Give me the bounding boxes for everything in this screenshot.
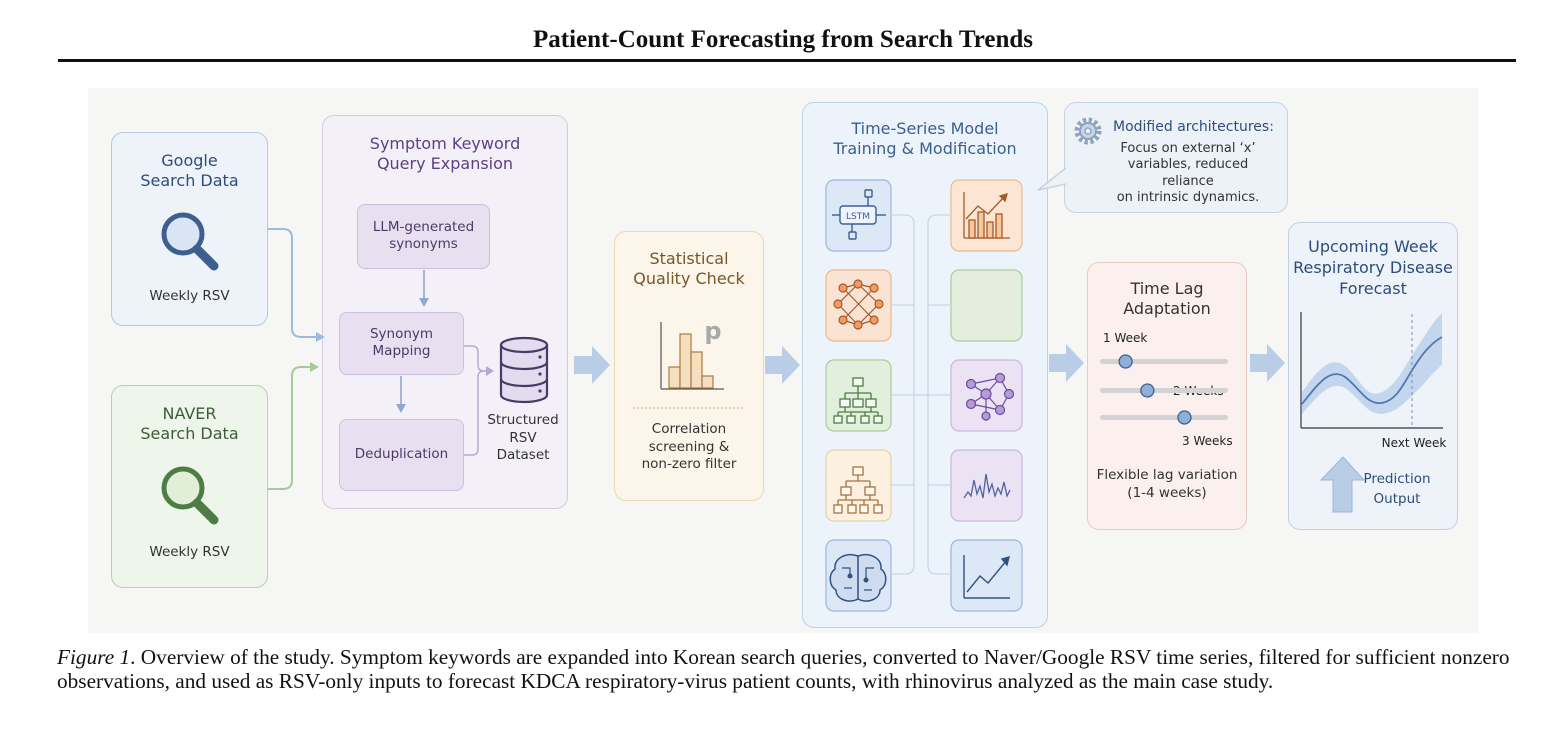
forecast-plot — [1300, 312, 1443, 429]
lstm-icon — [832, 189, 886, 240]
pipeline-arrow-3 — [1049, 344, 1084, 382]
structured-dataset-label: Structured RSV Dataset — [487, 412, 559, 464]
line-trend-icon — [963, 555, 1010, 599]
google-connector — [268, 228, 316, 338]
signal-wave-tile — [950, 449, 1023, 522]
histogram-icon — [660, 322, 724, 390]
magnifier-green-icon — [161, 466, 219, 525]
database-icon — [499, 336, 549, 404]
lag-note: Flexible lag variation (1-4 weeks) — [1096, 467, 1238, 502]
model-training-title: Time-Series Model Training & Modificatio… — [833, 119, 1017, 158]
gear-icon — [1074, 117, 1102, 145]
pipeline-arrow-4 — [1250, 344, 1285, 382]
decision-tree-icon — [833, 466, 883, 514]
llm-synonyms-box — [357, 204, 490, 269]
naver-source-label: Weekly RSV — [149, 544, 230, 560]
model-connectors — [891, 214, 951, 575]
quality-check-desc: Correlation screening & non-zero filter — [641, 421, 737, 473]
pipeline-arrow-1 — [574, 346, 610, 384]
lag-slider-2-track — [1100, 388, 1228, 393]
time-lag-title: Time Lag Adaptation — [1123, 279, 1211, 318]
page-title: Patient-Count Forecasting from Search Tr… — [533, 26, 1033, 53]
prediction-output-arrow-icon — [1319, 456, 1366, 513]
time-lag-box — [1087, 262, 1247, 530]
naver-connector — [268, 366, 310, 490]
mapping-to-dataset-connector — [464, 345, 486, 372]
forecast-curve — [1301, 336, 1443, 405]
callout-body: Focus on external ‘x’ variables, reduced… — [1116, 141, 1260, 205]
expansion-title: Symptom Keyword Query Expansion — [369, 134, 521, 173]
lag-slider-1-thumb — [1118, 354, 1133, 369]
lag-slider-3-label: 3 Weeks — [1182, 434, 1233, 448]
pipeline-arrow-2 — [765, 346, 800, 384]
lag-sliders — [1100, 354, 1228, 425]
callout-pointer — [1037, 167, 1067, 191]
lag-slider-3-track — [1100, 415, 1228, 420]
prophet-tile — [950, 269, 1023, 342]
google-source-label: Weekly RSV — [149, 288, 230, 304]
dedup-to-dataset-connector — [464, 370, 485, 456]
callout-title: Modified architectures: — [1113, 119, 1274, 135]
magnifier-blue-icon — [161, 212, 219, 271]
forecast-axis-label: Next Week — [1381, 436, 1447, 450]
brain-icon — [829, 554, 887, 602]
bar-trend-tile — [950, 179, 1023, 252]
deduplication-label: Deduplication — [354, 446, 449, 462]
title-rule — [58, 59, 1516, 62]
synonym-mapping-box — [339, 312, 464, 375]
forecast-uncertainty-band — [1302, 313, 1442, 414]
prediction-output-label: Prediction Output — [1363, 471, 1431, 507]
p-value-label: p — [704, 317, 722, 345]
caption-figure-label: Figure 1 — [57, 645, 131, 669]
neural-network-icon — [833, 279, 884, 330]
quality-check-title: Statistical Quality Check — [633, 249, 745, 288]
forecast-title: Upcoming Week Respiratory Disease Foreca… — [1293, 237, 1453, 298]
lag-slider-1-label: 1 Week — [1103, 331, 1148, 345]
figure-caption: Figure 1. Overview of the study. Symptom… — [57, 645, 1519, 694]
modified-architectures-callout — [1064, 102, 1288, 213]
bar-chart-trend-icon — [963, 192, 1010, 239]
deduplication-box — [339, 419, 464, 491]
naver-connector-arrowhead — [310, 362, 319, 372]
graph-network-icon — [965, 372, 1015, 421]
google-source-title: Google Search Data — [140, 151, 239, 190]
caption-text: . Overview of the study. Symptom keyword… — [57, 645, 1510, 694]
lag-slider-2-thumb — [1140, 383, 1155, 398]
lag-slider-3-thumb — [1177, 410, 1192, 425]
naver-source-title: NAVER Search Data — [140, 404, 239, 443]
lstm-icon-text: LSTM — [846, 212, 870, 222]
google-connector-arrowhead — [316, 332, 325, 342]
llm-synonyms-label: LLM-generated synonyms — [372, 219, 475, 252]
signal-wave-icon — [963, 473, 1011, 499]
line-trend-tile — [950, 539, 1023, 612]
tree-icon — [833, 377, 883, 424]
synonym-mapping-label: Synonym Mapping — [369, 326, 434, 359]
